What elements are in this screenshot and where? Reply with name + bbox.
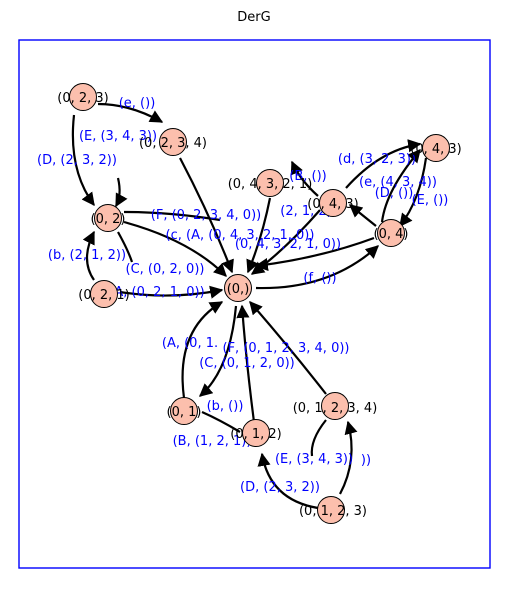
node: (0, 1, 2) <box>230 419 282 447</box>
node: (0, 1) <box>167 397 202 425</box>
edge-labels: (e, ()) (E, (3, 4, 3)) (D, (2, 3, 2)) (b… <box>37 96 448 495</box>
node: (0,) <box>224 274 252 302</box>
node: (0, 2, 3, 4) <box>139 128 207 156</box>
node: (0, 1, 2, 3) <box>299 496 367 524</box>
edge-021-02 <box>82 230 95 281</box>
edge-label: (d, (3, 2, 3)) <box>338 152 416 167</box>
edge-012-01 <box>201 410 241 433</box>
edges <box>71 102 428 510</box>
edge-label: (B, (1, 2, 1)) <box>173 434 252 449</box>
node: (0, 2, 3) <box>57 83 109 111</box>
edge-label: (B, ()) <box>289 169 326 184</box>
edge-label: (E, (3, 4, 3)) <box>79 129 157 144</box>
svg-text:(0, 4, 3): (0, 4, 3) <box>307 197 359 212</box>
edge-0-04 <box>255 245 379 290</box>
edge-04321-0 <box>246 197 272 274</box>
edge-label: (F, (0, 1, 2, 3, 4, 0)) <box>223 341 350 356</box>
edge-04-0 <box>254 236 375 272</box>
svg-text:(0, 1, 2, 3): (0, 1, 2, 3) <box>299 504 367 519</box>
edge-012-0 <box>236 304 256 423</box>
edge-label: )) <box>361 453 371 468</box>
edge-02-0-b <box>123 210 221 222</box>
plot-frame <box>18 39 491 569</box>
node: (0, 4, 3, 2, 1) <box>228 169 313 197</box>
edge-label: (E, ()) <box>412 193 449 208</box>
svg-text:(0, 4, 3, 2, 1): (0, 4, 3, 2, 1) <box>228 177 313 192</box>
edge-label: (0, 4, 3, 2, 1, 0)) <box>235 237 341 252</box>
edge-label: (C, (0, 1, 2, 0)) <box>199 356 295 371</box>
svg-text:(0,): (0,) <box>227 282 250 297</box>
nodes: (0, 1, 2, 3) (0, 1, 2, 3, 4) (0, 1, 2) (… <box>57 83 462 524</box>
edge-043x-04 <box>399 157 428 228</box>
edge-label: (c, (A, (0, 4, 3, 2, 1, 0)) <box>166 228 315 243</box>
node: (0, 2, 1) <box>78 280 130 308</box>
edge-04-043x <box>380 148 421 223</box>
edge-04-043 <box>348 204 377 227</box>
edge-023-02-a <box>71 114 95 207</box>
edge-label: (C, (0, 2, 0)) <box>126 262 205 277</box>
edge-0123-012 <box>257 452 319 510</box>
node: (0, 4) <box>374 219 409 247</box>
edge-0-01 <box>199 305 238 397</box>
edge-0123-01234 <box>339 420 358 495</box>
edge-label: (b, ()) <box>207 399 244 414</box>
graph-title: DerG <box>237 10 270 25</box>
edge-043-04321 <box>290 160 319 197</box>
svg-text:(0, 4, 3): (0, 4, 3) <box>410 142 462 157</box>
edge-023-0234 <box>97 102 164 123</box>
edge-01234-0 <box>249 301 327 395</box>
edge-label: (e, (4, 3, 4)) <box>359 175 437 190</box>
node: (0, 4, 3) <box>410 134 462 162</box>
edge-label: (A, (0, 1. <box>162 336 218 351</box>
edge-label: (D, ()) <box>375 186 414 201</box>
edge-label: (D, (2, 3, 2)) <box>240 480 320 495</box>
edge-label: (F, (0, 2, 3, 4, 0)) <box>151 208 261 223</box>
edge-02-0 <box>123 220 227 277</box>
svg-text:(0, 2, 1): (0, 2, 1) <box>78 288 130 303</box>
edge-023-02-b <box>115 177 128 208</box>
edge-021-0 <box>119 285 224 299</box>
svg-text:(0, 4): (0, 4) <box>374 227 409 242</box>
edge-label: (e, ()) <box>119 96 156 111</box>
node: (0, 2) <box>91 204 126 232</box>
svg-text:(0, 1): (0, 1) <box>167 405 202 420</box>
edge-label: (f, ()) <box>303 271 336 286</box>
svg-text:(0, 1, 2): (0, 1, 2) <box>230 427 282 442</box>
svg-text:(0, 2): (0, 2) <box>91 212 126 227</box>
edge-01234-012 <box>310 419 327 457</box>
edge-label: (2, 1, 2) <box>280 204 332 219</box>
edge-label: (b, (2, 1, 2)) <box>48 248 126 263</box>
node: (0, 4, 3) <box>307 189 359 217</box>
edge-043-043x <box>345 139 422 189</box>
edge-01-0 <box>181 301 224 399</box>
svg-text:(0, 2, 3): (0, 2, 3) <box>57 91 109 106</box>
svg-text:(0, 1, 2, 3, 4): (0, 1, 2, 3, 4) <box>293 401 378 416</box>
svg-text:(0, 2, 3, 4): (0, 2, 3, 4) <box>139 136 207 151</box>
edge-label: (E, (3, 4, 3)) <box>275 452 353 467</box>
edge-label: (A, (0, 2, 1, 0)) <box>109 285 204 300</box>
node: (0, 1, 2, 3, 4) <box>293 392 378 420</box>
edge-02-021 <box>117 231 134 263</box>
edge-0234-0 <box>179 157 234 274</box>
edge-label: (D, (2, 3, 2)) <box>37 153 117 168</box>
